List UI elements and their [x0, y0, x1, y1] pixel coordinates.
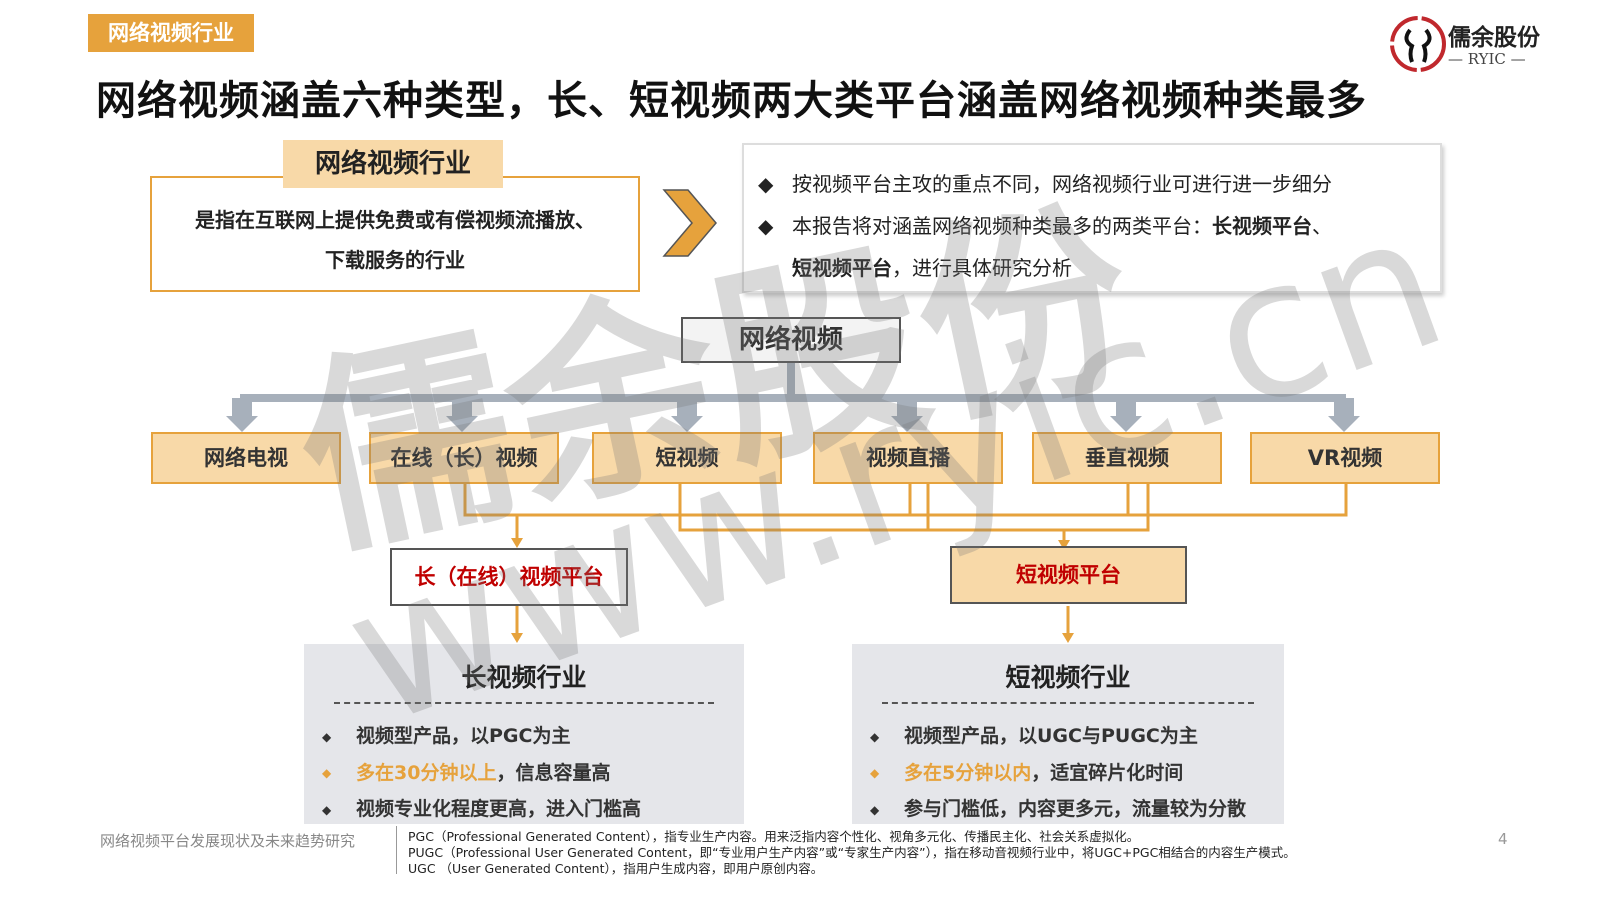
category-vertical-video: 垂直视频	[1032, 432, 1222, 484]
gray-arrows	[226, 398, 1360, 432]
panel-title: 短视频行业	[1005, 663, 1131, 692]
footer-source: 网络视频平台发展现状及未来趋势研究	[100, 832, 356, 850]
logo-sub: — RYIC —	[1448, 50, 1526, 68]
panel-title: 长视频行业	[461, 663, 587, 692]
root-node: 网络视频	[681, 317, 901, 363]
category-online-long-video: 在线（长）视频	[369, 432, 559, 484]
footnote: PUGC（Professional User Generated Content…	[408, 845, 1296, 860]
note-line: 按视频平台主攻的重点不同，网络视频行业可进行进一步细分	[792, 172, 1332, 196]
logo-name: 儒余股份	[1448, 24, 1540, 51]
note-sep: 、	[1312, 214, 1332, 238]
category-short-video: 短视频	[592, 432, 782, 484]
short-video-panel: 短视频行业 ◆视频型产品，以UGC与PUGC为主 ◆多在5分钟以内，适宜碎片化时…	[852, 644, 1284, 824]
section-tag: 网络视频行业	[88, 14, 254, 52]
list-item: ◆参与门槛低，内容更多元，流量较为分散	[870, 798, 1247, 820]
short-video-platform: 短视频平台	[950, 546, 1187, 604]
notes-box: ◆ 按视频平台主攻的重点不同，网络视频行业可进行进一步细分 ◆ 本报告将对涵盖网络视…	[742, 143, 1442, 293]
list-item: ◆多在5分钟以内，适宜碎片化时间	[870, 761, 1184, 784]
long-video-platform: 长（在线）视频平台	[390, 548, 628, 606]
definition-heading: 网络视频行业	[283, 140, 503, 188]
footnotes: PGC（Professional Generated Content），指专业生…	[408, 829, 1296, 877]
note-line: ，进行具体研究分析	[892, 256, 1072, 280]
list-item: ◆视频型产品，以UGC与PUGC为主	[870, 725, 1198, 747]
chevron-right-icon	[662, 189, 717, 257]
category-live-streaming: 视频直播	[813, 432, 1003, 484]
logo-emblem-icon	[1390, 16, 1446, 72]
note-bold: 长视频平台	[1212, 214, 1312, 238]
category-vr-video: VR视频	[1250, 432, 1440, 484]
footer-divider	[396, 826, 397, 874]
logo: 儒余股份 — RYIC —	[1388, 14, 1568, 74]
list-item: ◆视频型产品，以PGC为主	[322, 725, 571, 747]
diamond-bullet-icon: ◆	[758, 214, 774, 238]
list-item: ◆多在30分钟以上，信息容量高	[322, 761, 611, 784]
note-bold: 短视频平台	[792, 256, 892, 280]
definition-line1: 是指在互联网上提供免费或有偿视频流播放、	[195, 208, 595, 232]
definition-line2: 下载服务的行业	[325, 248, 465, 272]
list-item: ◆视频专业化程度更高，进入门槛高	[322, 798, 642, 820]
note-line: 本报告将对涵盖网络视频种类最多的两类平台：	[792, 214, 1212, 238]
long-video-panel: 长视频行业 ◆视频型产品，以PGC为主 ◆多在30分钟以上，信息容量高 ◆视频专…	[304, 644, 744, 824]
footnote: PGC（Professional Generated Content），指专业生…	[408, 829, 1140, 844]
footnote: UGC （User Generated Content），指用户生成内容，即用户…	[408, 861, 824, 876]
page-number: 4	[1498, 830, 1508, 848]
category-network-tv: 网络电视	[151, 432, 341, 484]
diamond-bullet-icon: ◆	[758, 172, 774, 196]
page-title: 网络视频涵盖六种类型，长、短视频两大类平台涵盖网络视频种类最多	[96, 78, 1367, 124]
